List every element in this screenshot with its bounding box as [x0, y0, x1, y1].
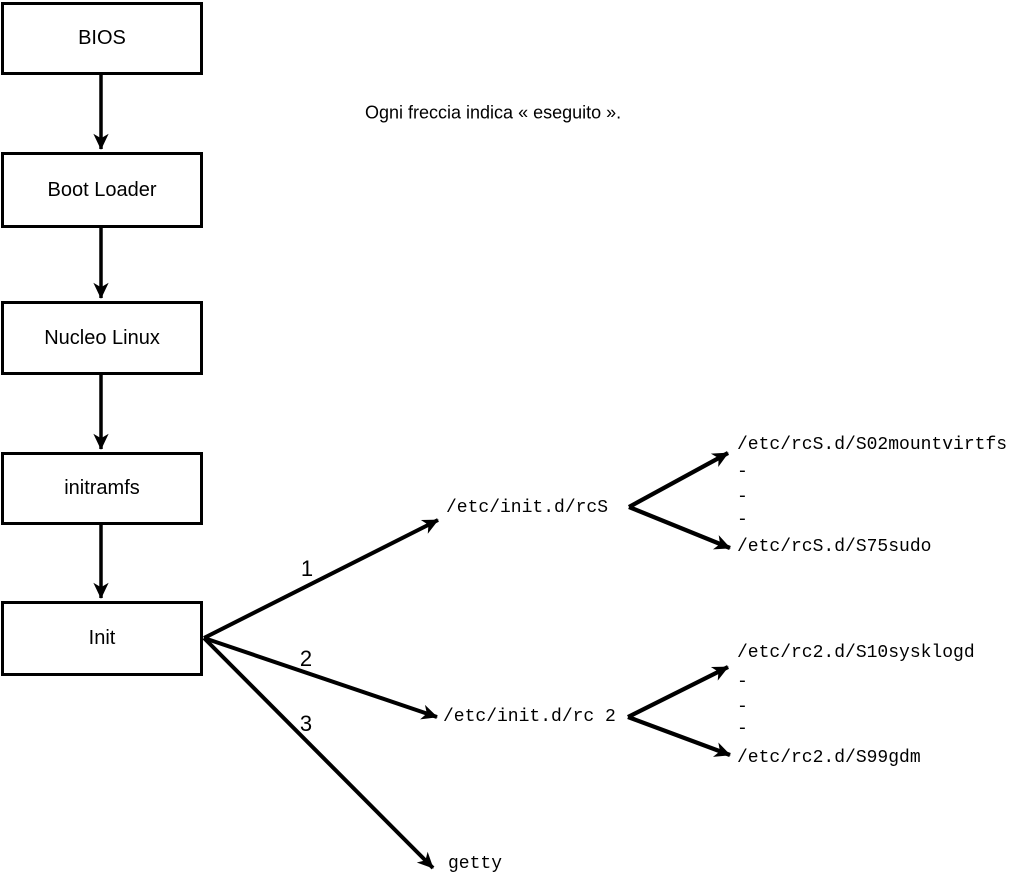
flow-box-nucleo-linux: Nucleo Linux — [1, 301, 203, 375]
ellipsis-dash: - — [737, 487, 748, 507]
ellipsis-dash: - — [737, 697, 748, 717]
script-s10sysklogd: /etc/rc2.d/S10sysklogd — [737, 643, 975, 663]
ellipsis-dash: - — [737, 719, 748, 739]
flow-box-boot-loader-label: Boot Loader — [47, 178, 157, 201]
script-s99gdm: /etc/rc2.d/S99gdm — [737, 748, 921, 768]
branch-2-number: 2 — [299, 646, 313, 671]
flow-box-init-label: Init — [88, 627, 116, 649]
flow-box-boot-loader: Boot Loader — [1, 152, 203, 228]
branch-3-number: 3 — [299, 711, 313, 736]
arrow-rcS-to-S75sudo — [628, 505, 731, 550]
ellipsis-dash: - — [737, 462, 748, 482]
arrow-init-to-rc2 — [203, 636, 438, 720]
target-rc2: /etc/init.d/rc 2 — [443, 707, 616, 727]
flow-box-bios-label: BIOS — [78, 27, 126, 49]
arrow-rc2-to-S99gdm — [627, 714, 731, 758]
legend-note: Ogni freccia indica « eseguito ». — [365, 102, 622, 123]
target-getty: getty — [448, 854, 503, 874]
arrow-rc2-to-S10sysklogd — [627, 665, 729, 719]
arrow-init-to-rcS — [203, 518, 439, 640]
arrow-rcS-to-S02mountvirtfs — [627, 451, 730, 509]
flow-box-bios: BIOS — [1, 2, 203, 75]
ellipsis-dash: - — [737, 672, 748, 692]
branch-1-number: 1 — [300, 556, 314, 581]
target-rcS: /etc/init.d/rcS — [446, 498, 609, 518]
script-s75sudo: /etc/rcS.d/S75sudo — [737, 537, 932, 557]
flow-box-init: Init — [1, 601, 203, 676]
flow-box-nucleo-linux-label: Nucleo Linux — [44, 326, 160, 349]
script-s02mountvirtfs: /etc/rcS.d/S02mountvirtfs — [737, 435, 1008, 455]
flow-box-initramfs-label: initramfs — [64, 477, 140, 499]
arrow-init-to-getty — [202, 636, 435, 870]
ellipsis-dash: - — [737, 510, 748, 530]
flow-box-initramfs: initramfs — [1, 452, 203, 525]
